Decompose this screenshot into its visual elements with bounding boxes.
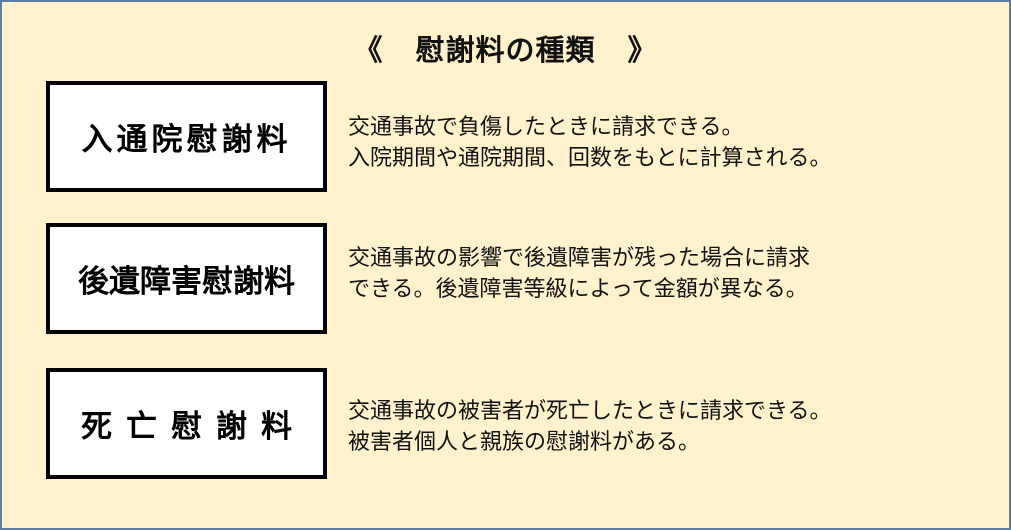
title-text: 慰謝料の種類 <box>415 33 596 67</box>
page-title: 《慰謝料の種類》 <box>2 27 1009 69</box>
desc-line: 交通事故で負傷したときに請求できる。 <box>348 115 744 140</box>
desc-death: 交通事故の被害者が死亡したときに請求できる。 被害者個人と親族の慰謝料がある。 <box>348 396 832 458</box>
desc-line: できる。後遺障害等級によって金額が異なる。 <box>348 277 808 302</box>
desc-hospitalization: 交通事故で負傷したときに請求できる。 入院期間や通院期間、回数をもとに計算される… <box>348 112 832 174</box>
label-box-aftereffect: 後遺障害慰謝料 <box>46 223 327 334</box>
desc-aftereffect: 交通事故の影響で後遺障害が残った場合に請求 できる。後遺障害等級によって金額が異… <box>348 243 810 305</box>
desc-line: 交通事故の影響で後遺障害が残った場合に請求 <box>348 246 811 271</box>
label-hospitalization: 入通院慰謝料 <box>81 122 292 158</box>
label-aftereffect: 後遺障害慰謝料 <box>78 264 295 300</box>
label-death: 死亡慰謝料 <box>81 409 306 445</box>
title-open-bracket: 《 <box>353 33 384 67</box>
label-box-hospitalization: 入通院慰謝料 <box>46 81 327 192</box>
desc-line: 交通事故の被害者が死亡したときに請求できる。 <box>348 399 832 424</box>
label-box-death: 死亡慰謝料 <box>46 368 327 479</box>
desc-line: 入院期間や通院期間、回数をもとに計算される。 <box>348 146 832 171</box>
desc-line: 被害者個人と親族の慰謝料がある。 <box>348 430 701 455</box>
title-close-bracket: 》 <box>627 33 658 67</box>
